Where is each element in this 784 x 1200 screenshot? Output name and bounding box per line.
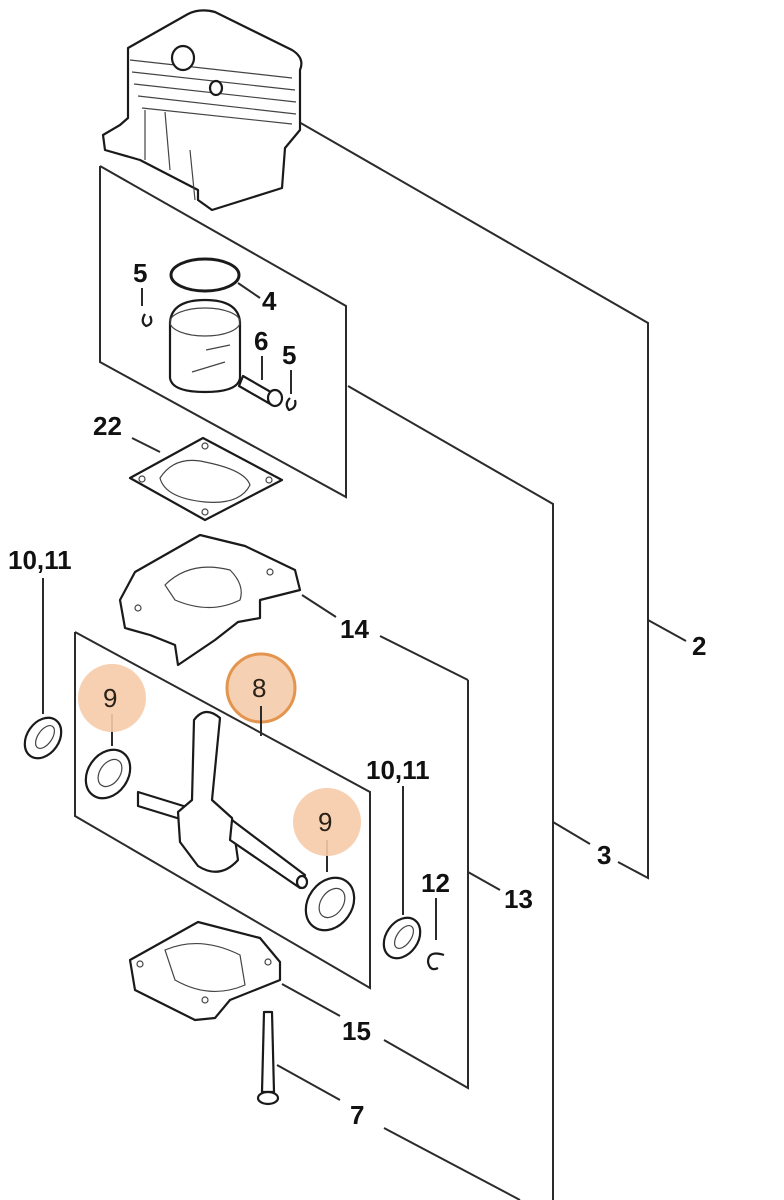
ball-bearing-part xyxy=(84,748,132,800)
callout-9[interactable]: 9 xyxy=(103,683,117,713)
callout-22[interactable]: 22 xyxy=(93,411,122,441)
bracket-line-2 xyxy=(291,117,649,880)
callout-3[interactable]: 3 xyxy=(597,840,611,870)
highlight-circle-9[interactable] xyxy=(293,788,361,856)
callout-14[interactable]: 14 xyxy=(340,614,369,644)
bracket-line-13 xyxy=(383,680,469,1090)
bracket-box-piston xyxy=(99,165,347,499)
piston-pin-part xyxy=(237,374,284,408)
crankshaft-part xyxy=(136,710,309,890)
cylinder-part xyxy=(101,9,303,212)
gasket-part xyxy=(128,436,284,522)
callout-10-11[interactable]: 10,11 xyxy=(366,755,430,785)
screw-part xyxy=(256,1010,280,1106)
callout-15[interactable]: 15 xyxy=(342,1016,371,1046)
crankcase-upper-part xyxy=(118,533,302,667)
crankcase-lower-part xyxy=(128,920,282,1022)
leader-22 xyxy=(131,437,161,453)
oil-seal-part xyxy=(382,916,422,960)
leader-7b xyxy=(383,1127,521,1200)
callout-13[interactable]: 13 xyxy=(504,884,533,914)
callout-9[interactable]: 9 xyxy=(318,807,332,837)
callout-7[interactable]: 7 xyxy=(350,1100,364,1130)
callout-12[interactable]: 12 xyxy=(421,868,450,898)
callout-6[interactable]: 6 xyxy=(254,326,268,356)
highlight-circle-9[interactable] xyxy=(78,664,146,732)
leader-3 xyxy=(552,821,591,845)
leader-13 xyxy=(467,871,501,891)
leader-14 xyxy=(301,594,337,618)
snap-ring-part xyxy=(141,313,153,328)
leader-14b xyxy=(379,635,469,681)
bracket-line-3 xyxy=(347,385,554,1200)
ball-bearing-part xyxy=(304,876,356,932)
piston-ring-part xyxy=(169,257,241,293)
leader-15 xyxy=(281,983,341,1017)
leader-7 xyxy=(276,1064,341,1101)
callout-8[interactable]: 8 xyxy=(252,673,266,703)
circlip-part xyxy=(426,952,445,971)
oil-seal-part xyxy=(23,716,63,760)
leader-2 xyxy=(647,619,687,642)
bracket-box-crankshaft xyxy=(74,631,371,990)
leader-4 xyxy=(237,282,261,299)
snap-ring-part xyxy=(285,397,297,412)
callout-4[interactable]: 4 xyxy=(262,286,277,316)
callout-5[interactable]: 5 xyxy=(282,340,296,370)
piston-part xyxy=(168,298,242,394)
callout-5[interactable]: 5 xyxy=(133,258,147,288)
callout-10-11[interactable]: 10,11 xyxy=(8,545,72,575)
callout-2[interactable]: 2 xyxy=(692,631,706,661)
